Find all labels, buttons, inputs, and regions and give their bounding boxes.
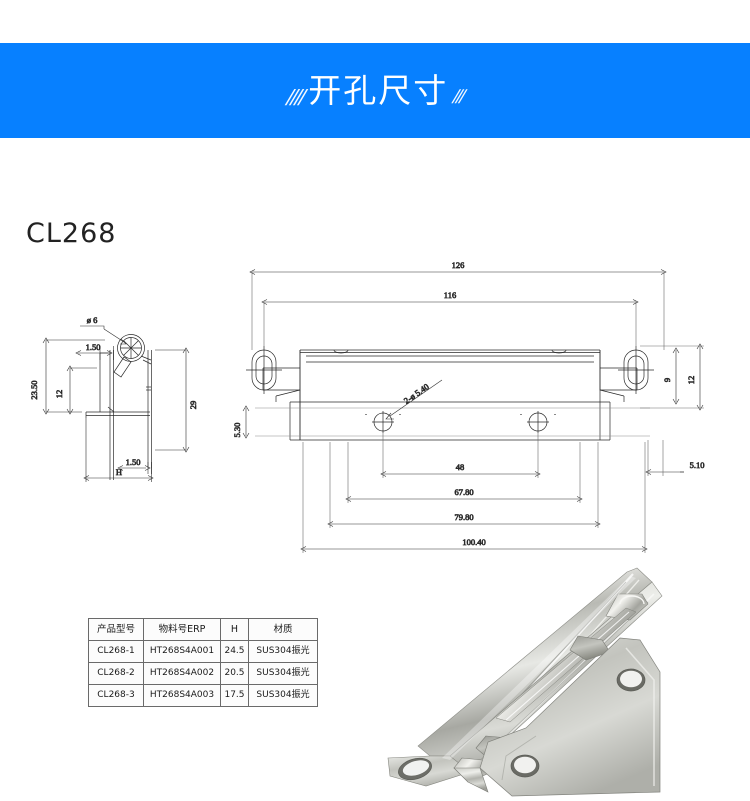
dim-9: 9 [662,378,672,382]
header-h: H [220,618,249,641]
header-product-model: 产品型号 [88,618,144,641]
dim-116: 116 [444,290,456,300]
cell-h: 17.5 [220,684,249,707]
table-row: CL268-1 HT268S4A001 24.5 SUS304振光 [88,640,318,663]
dim-23-50: 23.50 [29,380,39,399]
product-model-label: CL268 [26,218,117,249]
table-header-row: 产品型号 物料号ERP H 材质 [88,618,318,641]
dim-79-80: 79.80 [454,512,473,522]
side-view-geometry [85,334,152,480]
cell-model: CL268-1 [88,640,144,663]
table-row: CL268-3 HT268S4A003 17.5 SUS304振光 [88,684,318,707]
table-row: CL268-2 HT268S4A002 20.5 SUS304振光 [88,662,318,685]
dim-hole-dia: ø 6 [87,315,98,325]
dim-67-80: 67.80 [454,487,473,497]
specification-table: 产品型号 物料号ERP H 材质 CL268-1 HT268S4A001 24.… [88,618,318,707]
dim-1-50-bottom: 1.50 [126,457,141,467]
cell-erp: HT268S4A003 [143,684,221,707]
cell-erp: HT268S4A001 [143,640,221,663]
dim-1-50-top: 1.50 [86,342,101,352]
main-view-geometry [246,346,654,441]
main-view-dimensions [242,269,704,553]
side-view-dimension-labels: 23.50 12 29 1.50 1.50 H ø 6 [29,315,199,478]
stainless-steel-hinge-photo [330,560,750,801]
cell-model: CL268-2 [88,662,144,685]
decorative-slashes-right: /// [450,86,467,108]
cell-material: SUS304振光 [248,662,318,685]
header-material: 材质 [248,618,318,641]
banner-title: 开孔尺寸 [308,71,449,110]
dim-48: 48 [456,462,465,472]
dim-100-40: 100.40 [462,537,485,547]
dim-29: 29 [188,401,198,410]
hinge-small-tab [453,767,489,793]
dim-h-symbol: H [116,467,122,477]
dim-12: 12 [54,390,64,399]
decorative-slashes-left: //// [282,84,308,110]
dim-12-right: 12 [686,376,696,385]
section-header-banner: //// 开孔尺寸 /// [0,43,750,138]
hinge-knuckle-middle [569,635,611,661]
cell-material: SUS304振光 [248,684,318,707]
side-view-dimensions [42,325,190,482]
dim-126: 126 [452,260,465,270]
dim-5-30: 5.30 [232,423,242,438]
cell-h: 24.5 [220,640,249,663]
banner-content: //// 开孔尺寸 /// [283,71,467,110]
cell-model: CL268-3 [88,684,144,707]
hinge-pin-rod [495,607,637,723]
technical-drawing: 23.50 12 29 1.50 1.50 H ø 6 [0,150,750,580]
header-material-no-erp: 物料号ERP [143,618,221,641]
cell-h: 20.5 [220,662,249,685]
hinge-knuckle-upper [605,593,649,621]
dim-5-10: 5.10 [690,460,705,470]
cell-erp: HT268S4A002 [143,662,221,685]
specification-table-container: 产品型号 物料号ERP H 材质 CL268-1 HT268S4A001 24.… [88,618,318,707]
hinge-mounting-plate [479,637,661,797]
hinge-end-tab [387,755,471,787]
cell-material: SUS304振光 [248,640,318,663]
photo-highlight [442,576,636,760]
